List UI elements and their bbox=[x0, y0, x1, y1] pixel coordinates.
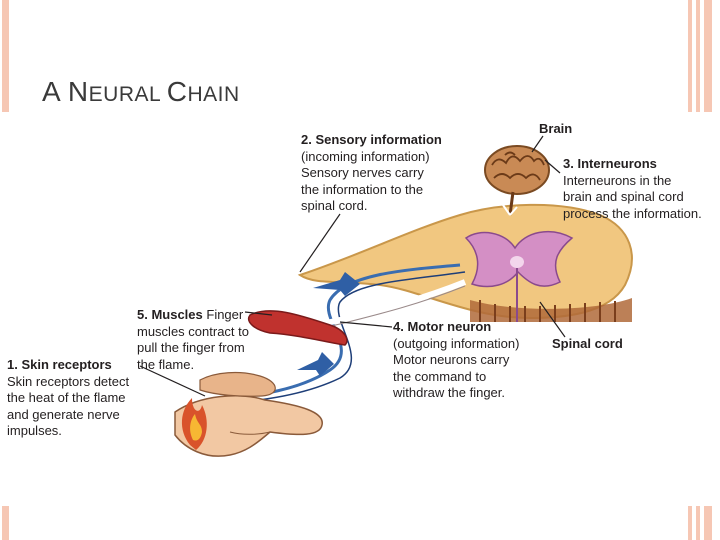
slide-title: A NEURAL CHAIN bbox=[42, 76, 240, 107]
interneurons-label: 3. Interneurons Interneurons in the brai… bbox=[563, 156, 702, 221]
top-right-accent-bar-1 bbox=[688, 0, 692, 112]
leader-skin bbox=[139, 365, 206, 397]
sensory-information-label: 2. Sensory information (incoming informa… bbox=[301, 132, 442, 213]
top-left-accent-bar bbox=[2, 0, 9, 112]
top-right-accent-bar-3 bbox=[704, 0, 712, 112]
skin-receptors-label: 1. Skin receptors Skin receptors detect … bbox=[7, 357, 130, 438]
leader-interneurons bbox=[544, 159, 561, 174]
spinal-cord-illustration bbox=[297, 203, 633, 322]
hand-illustration bbox=[174, 371, 323, 457]
leader-sensory bbox=[299, 213, 341, 273]
muscles-label: 5. Muscles Finger muscles contract to pu… bbox=[137, 307, 249, 372]
flame-illustration bbox=[181, 398, 207, 450]
brain-illustration bbox=[484, 145, 550, 216]
bottom-right-accent-bar-3 bbox=[704, 506, 712, 540]
leader-brain bbox=[531, 135, 544, 153]
leader-muscles bbox=[244, 311, 273, 316]
leader-spinal-cord bbox=[539, 301, 566, 338]
sensory-arrow-upper bbox=[313, 272, 360, 296]
motor-neuron-label: 4. Motor neuron (outgoing information) M… bbox=[393, 319, 520, 400]
leader-motor bbox=[339, 321, 393, 328]
spinal-cord-label: Spinal cord bbox=[552, 336, 623, 351]
top-right-accent-bar-2 bbox=[696, 0, 700, 112]
bottom-left-accent-bar bbox=[2, 506, 9, 540]
bottom-right-accent-bar-1 bbox=[688, 506, 692, 540]
bottom-right-accent-bar-2 bbox=[696, 506, 700, 540]
brain-label: Brain bbox=[539, 121, 573, 136]
sensory-arrow-lower bbox=[297, 352, 334, 376]
